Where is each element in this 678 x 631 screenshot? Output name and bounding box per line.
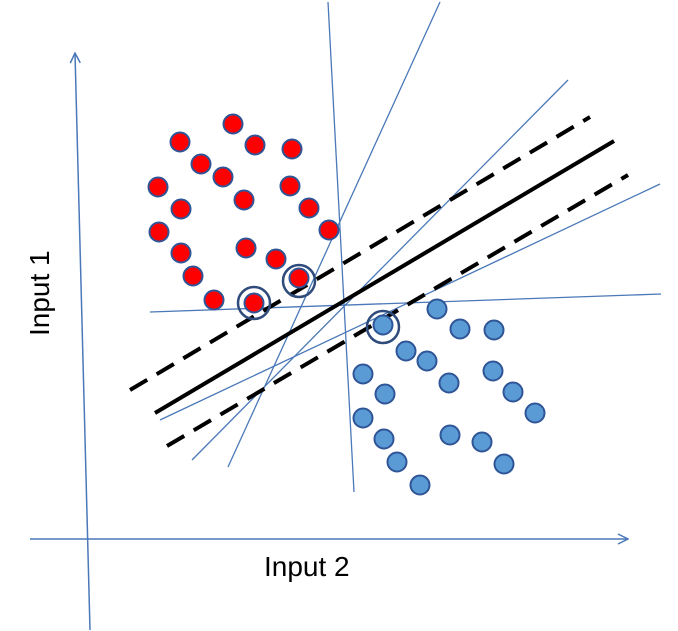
blue-class-points (352, 298, 546, 496)
blue-point (524, 402, 546, 424)
blue-point (482, 360, 504, 382)
red-point (288, 267, 310, 289)
red-point (298, 197, 320, 219)
red-point (190, 153, 212, 175)
candidate-separating-lines (149, 1, 662, 493)
blue-point (483, 319, 505, 341)
blue-point (426, 298, 448, 320)
red-point (170, 242, 192, 264)
red-point (203, 289, 225, 311)
red-point (169, 131, 191, 153)
red-point (265, 248, 287, 270)
y-axis-label: Input 1 (24, 250, 55, 336)
blue-point (373, 428, 395, 450)
red-point (182, 265, 204, 287)
support-vector-ring (236, 285, 272, 321)
red-point (233, 189, 255, 211)
support-vector-ring (281, 263, 317, 299)
blue-point (352, 407, 374, 429)
lower-margin-line (165, 173, 630, 448)
red-point (244, 134, 266, 156)
blue-point (372, 314, 394, 336)
red-point (281, 138, 303, 160)
blue-point (395, 340, 417, 362)
red-point (318, 219, 340, 241)
red-point (148, 221, 170, 243)
blue-point (416, 350, 438, 372)
blue-point (493, 453, 515, 475)
blue-point (409, 474, 431, 496)
separating-hyperplane (153, 139, 616, 415)
blue-point (449, 318, 471, 340)
candidate-line (327, 1, 355, 493)
upper-margin-line (128, 115, 592, 392)
red-point (212, 166, 234, 188)
x-axis-label: Input 2 (264, 551, 350, 582)
support-vector-rings (236, 263, 401, 345)
blue-point (374, 383, 396, 405)
blue-point (386, 451, 408, 473)
red-point (243, 292, 265, 314)
svm-margin-lines (128, 115, 630, 448)
support-vector-ring (365, 309, 401, 345)
red-class-points (147, 113, 340, 314)
blue-point (471, 431, 493, 453)
blue-point (502, 381, 524, 403)
vertical-axis-arrow (75, 53, 91, 631)
candidate-line (149, 293, 662, 313)
blue-point (438, 372, 460, 394)
red-point (222, 113, 244, 135)
red-point (170, 198, 192, 220)
axes (30, 53, 628, 631)
red-point (147, 176, 169, 198)
blue-point (439, 424, 461, 446)
blue-point (352, 363, 374, 385)
red-point (235, 237, 257, 259)
red-point (279, 175, 301, 197)
